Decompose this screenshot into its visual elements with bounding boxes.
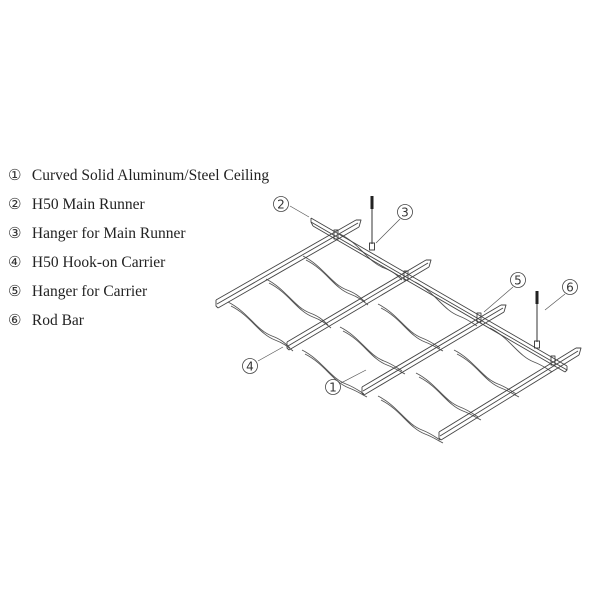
legend-number: ⑤	[8, 282, 22, 300]
legend-item-main-runner-hanger: ③ Hanger for Main Runner	[8, 223, 269, 252]
callout-3: 3	[397, 204, 413, 220]
legend-label: Curved Solid Aluminum/Steel Ceiling	[31, 167, 270, 184]
svg-text:5: 5	[514, 274, 522, 288]
carrier-hangers	[333, 229, 556, 366]
legend: ① Curved Solid Aluminum/Steel Ceiling ② …	[8, 165, 269, 339]
legend-number: ③	[8, 224, 22, 242]
legend-label: Hanger for Carrier	[31, 283, 148, 300]
svg-text:2: 2	[277, 198, 285, 212]
legend-item-main-runner: ② H50 Main Runner	[8, 194, 269, 223]
legend-number: ①	[8, 166, 22, 184]
callouts: 2 3 5 6 4 1	[242, 196, 578, 395]
svg-text:1: 1	[329, 381, 337, 395]
leader-lines	[257, 205, 566, 384]
rod-bar-1	[369, 196, 375, 251]
legend-item-carrier-hanger: ⑤ Hanger for Carrier	[8, 281, 269, 310]
legend-item-ceiling: ① Curved Solid Aluminum/Steel Ceiling	[8, 165, 269, 194]
rod-bar-2	[534, 291, 540, 349]
svg-text:3: 3	[401, 206, 409, 220]
legend-item-rod-bar: ⑥ Rod Bar	[8, 310, 269, 339]
legend-label: Rod Bar	[31, 312, 84, 329]
svg-text:4: 4	[246, 360, 254, 374]
carriers	[215, 219, 582, 441]
callout-5: 5	[510, 272, 526, 288]
legend-number: ④	[8, 253, 22, 271]
callout-6: 6	[562, 279, 578, 295]
legend-item-carrier: ④ H50 Hook-on Carrier	[8, 252, 269, 281]
main-runner	[310, 217, 568, 373]
legend-label: H50 Hook-on Carrier	[31, 254, 166, 271]
callout-4: 4	[242, 358, 258, 374]
legend-number: ⑥	[8, 311, 22, 329]
callout-2: 2	[273, 196, 289, 212]
legend-label: Hanger for Main Runner	[31, 225, 186, 242]
svg-text:6: 6	[566, 281, 574, 295]
legend-label: H50 Main Runner	[31, 196, 145, 213]
callout-1: 1	[325, 379, 341, 395]
legend-number: ②	[8, 195, 22, 213]
